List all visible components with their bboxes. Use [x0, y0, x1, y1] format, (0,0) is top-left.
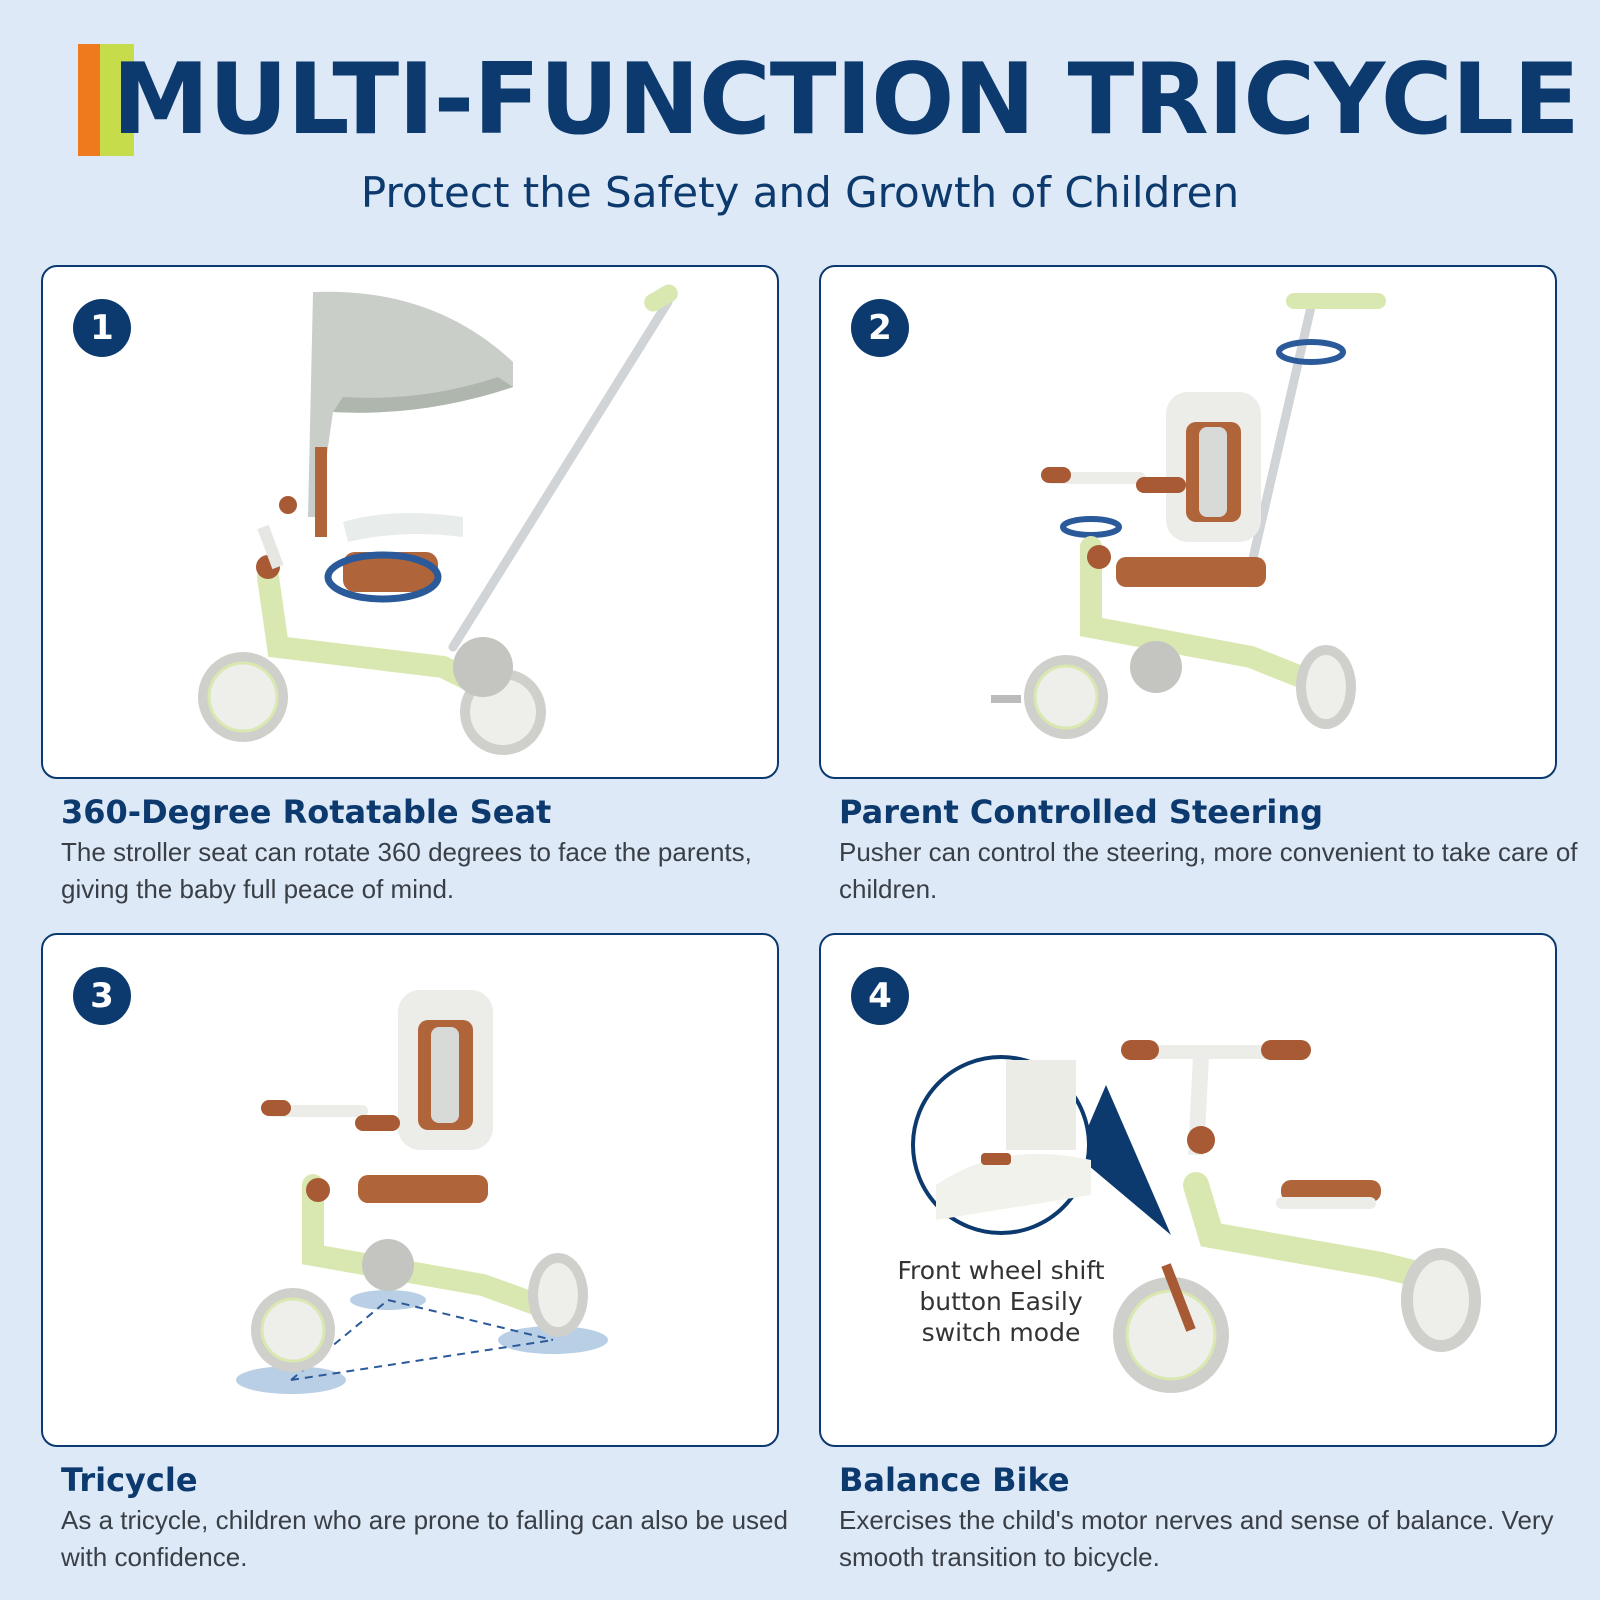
- feature-heading-3: Tricycle: [61, 1461, 198, 1499]
- feature-heading-1: 360-Degree Rotatable Seat: [61, 793, 552, 831]
- title-accent-lime: [100, 44, 134, 156]
- feature-text-1: The stroller seat can rotate 360 degrees…: [61, 837, 752, 904]
- balance-bike-illustration: [911, 1040, 1481, 1393]
- title-block: MULTI-FUNCTION TRICYCLE: [78, 44, 1580, 159]
- page-subtitle: Protect the Safety and Growth of Childre…: [360, 168, 1240, 217]
- feature-heading-2: Parent Controlled Steering: [839, 793, 1324, 831]
- feature-panel-3: 3: [41, 933, 779, 1447]
- tricycle-illustration: [236, 990, 608, 1394]
- feature-panel-1: 1: [41, 265, 779, 779]
- feature-panel-4: 4 Front wheel shift button Easily switch…: [819, 933, 1557, 1447]
- feature-text-3: As a tricycle, children who are prone to…: [61, 1505, 788, 1572]
- feature-panel-2: 2: [819, 265, 1557, 779]
- feature-text-4: Exercises the child's motor nerves and s…: [839, 1505, 1554, 1572]
- steering-pusher-illustration: [991, 293, 1386, 739]
- feature-text-2: Pusher can control the steering, more co…: [839, 837, 1578, 904]
- title-accent-orange: [78, 44, 100, 156]
- step-badge-3: 3: [73, 967, 131, 1025]
- shift-button-callout: Front wheel shift button Easily switch m…: [897, 1256, 1105, 1347]
- step-badge-2: 2: [851, 299, 909, 357]
- step-badge-4: 4: [851, 967, 909, 1025]
- step-badge-1: 1: [73, 299, 131, 357]
- page-title: MULTI-FUNCTION TRICYCLE: [112, 43, 1580, 157]
- stroller-canopy-illustration: [198, 284, 678, 755]
- feature-heading-4: Balance Bike: [839, 1461, 1070, 1499]
